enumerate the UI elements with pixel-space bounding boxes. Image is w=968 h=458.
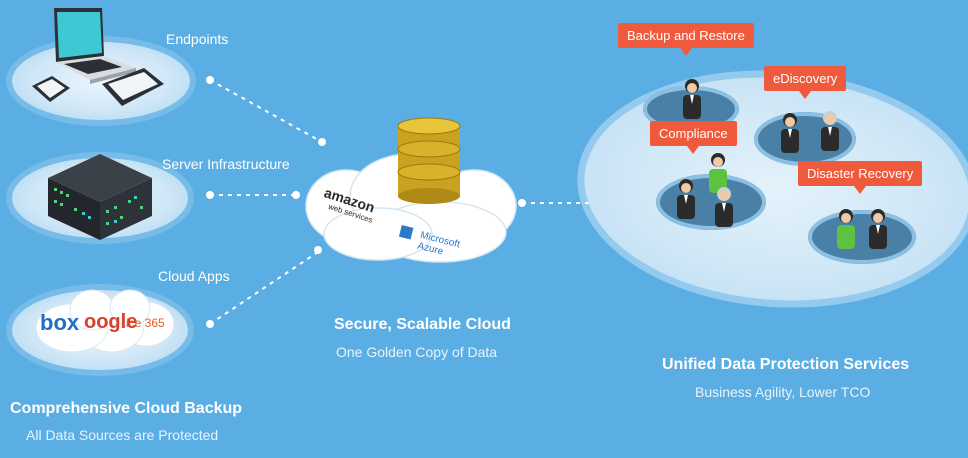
connector-dot — [518, 199, 526, 207]
endpoints-label: Endpoints — [166, 31, 229, 47]
cloud-apps-icon — [35, 289, 175, 353]
right-block-title: Unified Data Protection Services — [662, 356, 910, 373]
server-infrastructure-label: Server Infrastructure — [162, 156, 290, 172]
connector-dot — [314, 246, 322, 254]
office365-logo: ice 365 — [126, 316, 165, 330]
connector-dot — [206, 76, 214, 84]
person-icon — [837, 209, 855, 249]
endpoints-connector — [209, 79, 323, 143]
cloudapps-connector — [209, 251, 319, 325]
database-icon — [397, 117, 461, 204]
right-block-subtitle: Business Agility, Lower TCO — [695, 384, 871, 400]
server-rack-icon — [48, 154, 152, 240]
person-icon — [683, 79, 701, 119]
google-logo: oogle — [84, 311, 138, 333]
tablet-icon — [102, 68, 164, 106]
laptop-icon — [54, 8, 136, 84]
person-icon — [869, 209, 887, 249]
connector-dot — [292, 191, 300, 199]
person-icon — [781, 113, 799, 153]
center-block-subtitle: One Golden Copy of Data — [336, 344, 498, 360]
left-block-subtitle: All Data Sources are Protected — [26, 427, 219, 443]
callout-ediscovery: eDiscovery — [764, 66, 847, 99]
left-block-title: Comprehensive Cloud Backup — [10, 400, 243, 417]
connector-dot — [206, 191, 214, 199]
cloud-apps-label: Cloud Apps — [158, 268, 230, 284]
person-icon — [715, 187, 733, 227]
center-block-title: Secure, Scalable Cloud — [334, 316, 511, 333]
windows-icon — [398, 224, 414, 240]
box-logo: box — [40, 310, 80, 335]
callout-backup-and-restore: Backup and Restore — [618, 23, 754, 56]
person-icon — [821, 111, 839, 151]
callout-disaster-recovery: Disaster Recovery — [798, 161, 923, 194]
person-icon — [677, 179, 695, 219]
person-icon — [709, 153, 727, 193]
group-disc-disaster — [808, 210, 916, 264]
connector-dot — [318, 138, 326, 146]
phone-icon — [32, 76, 70, 102]
connector-dot — [206, 320, 214, 328]
callout-compliance: Compliance — [650, 121, 737, 154]
